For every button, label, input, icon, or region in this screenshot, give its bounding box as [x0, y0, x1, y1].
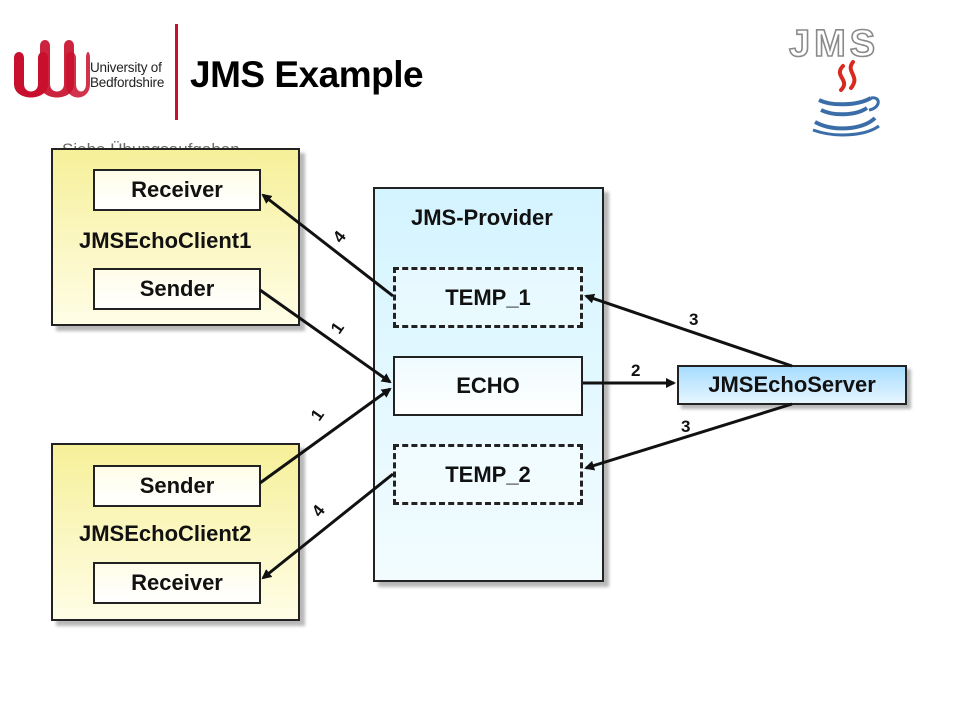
header-divider — [175, 24, 178, 120]
slide-title: JMS Example — [190, 54, 424, 95]
client1-receiver-box: Receiver — [93, 169, 261, 211]
client1-sender-label: Sender — [139, 276, 215, 301]
echo-client-1: Receiver JMSEchoClient1 Sender — [51, 148, 300, 326]
arrow-server-to-temp2 — [584, 402, 793, 471]
arrow-server-to-temp1 — [584, 293, 793, 368]
echo-queue: ECHO — [393, 356, 583, 416]
client1-label: JMSEchoClient1 — [79, 228, 252, 253]
label-1-top: 1 — [327, 319, 348, 338]
echo-label: ECHO — [456, 373, 520, 398]
label-2: 2 — [631, 361, 640, 380]
university-logo — [14, 40, 90, 98]
client2-receiver-label: Receiver — [131, 570, 223, 595]
university-name: University of Bedfordshire — [90, 60, 164, 90]
university-name-line2: Bedfordshire — [90, 75, 165, 90]
client2-sender-box: Sender — [93, 465, 261, 507]
label-3-bottom: 3 — [681, 417, 690, 436]
label-3-top: 3 — [689, 310, 698, 329]
label-4-bottom: 4 — [308, 501, 329, 521]
client2-receiver-box: Receiver — [93, 562, 261, 604]
arrow-temp2-to-client2-receiver — [261, 472, 394, 580]
temp1-label: TEMP_1 — [445, 284, 531, 310]
jms-java-logo: JMS — [788, 22, 880, 137]
arrow-client1-sender-to-echo — [259, 288, 392, 384]
university-name-line1: University of — [90, 60, 162, 75]
client2-label: JMSEchoClient2 — [79, 521, 252, 546]
client1-receiver-label: Receiver — [131, 177, 223, 202]
diagram-subtitle: Siehe Übungsaufgaben — [62, 140, 240, 151]
jms-provider: JMS-Provider TEMP_1 ECHO TEMP_2 — [373, 187, 604, 582]
arrow-temp1-to-client1-receiver — [261, 193, 394, 298]
server-label: JMSEchoServer — [708, 372, 876, 397]
label-1-bottom: 1 — [307, 406, 328, 425]
arrow-client2-sender-to-echo — [259, 387, 392, 485]
jms-logo-text: JMS — [789, 23, 879, 65]
java-cup-icon — [812, 60, 880, 137]
temp2-queue: TEMP_2 — [393, 444, 583, 505]
client1-sender-box: Sender — [93, 268, 261, 310]
client2-sender-label: Sender — [139, 473, 215, 498]
provider-label: JMS-Provider — [411, 205, 553, 230]
temp1-queue: TEMP_1 — [393, 267, 583, 328]
temp2-label: TEMP_2 — [445, 461, 531, 487]
label-4-top: 4 — [329, 227, 350, 247]
echo-client-2: Sender JMSEchoClient2 Receiver — [51, 443, 300, 621]
